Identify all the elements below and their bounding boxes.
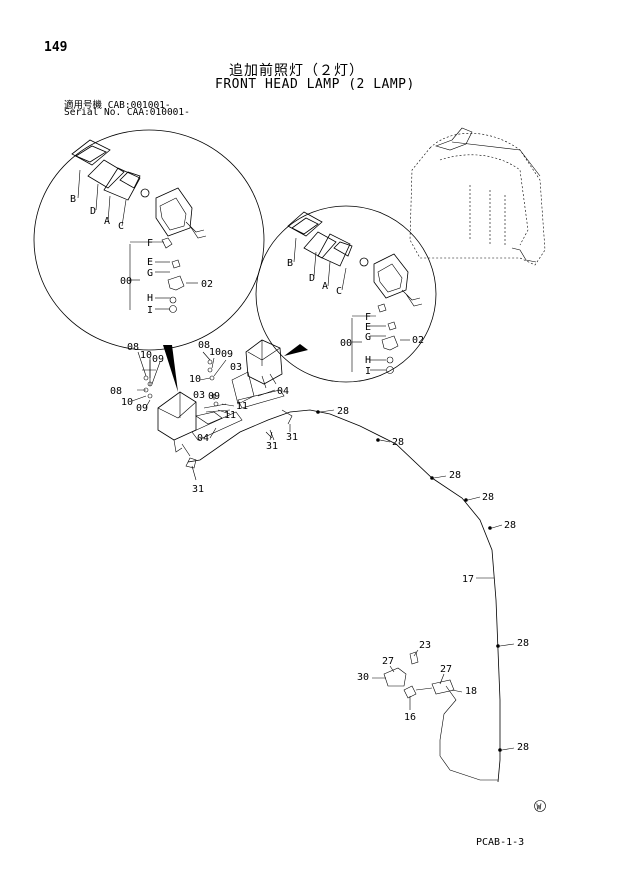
label-28: 28 (337, 406, 349, 417)
serial-line-1: 適用号機 CAB:001001- (64, 100, 171, 111)
footer-code: PCAB-1-3 (476, 837, 525, 848)
label-03: 03 (193, 390, 205, 401)
label-H: H (365, 355, 371, 366)
label-27: 27 (382, 656, 394, 667)
page-title-japanese: 追加前照灯（２灯） (229, 63, 364, 79)
label-28: 28 (392, 437, 404, 448)
label-08: 08 (198, 340, 210, 351)
switch-assembly: 23 27 27 30 18 16 (357, 640, 498, 781)
left-lamp-assembly: 08 10 09 08 10 09 (110, 342, 243, 457)
cab-outline (409, 127, 546, 266)
label-08: 08 (110, 386, 122, 397)
label-F: F (365, 312, 371, 323)
label-A: A (104, 216, 110, 227)
label-00: 00 (120, 276, 132, 287)
label-31: 31 (286, 432, 298, 443)
label-28: 28 (482, 492, 494, 503)
label-31: 31 (266, 441, 278, 452)
pointer-right (284, 344, 308, 356)
label-27: 27 (440, 664, 452, 675)
label-04: 04 (197, 433, 209, 444)
label-D: D (309, 273, 315, 284)
label-E: E (365, 322, 371, 333)
label-I: I (365, 366, 371, 377)
label-04: 04 (277, 386, 289, 397)
label-10: 10 (209, 347, 221, 358)
label-H: H (147, 293, 153, 304)
label-08: 08 (127, 342, 139, 353)
serial-line-2: Serial No. CAA:010001- (64, 107, 190, 118)
label-18: 18 (465, 686, 477, 697)
label-23: 23 (419, 640, 431, 651)
label-F: F (147, 238, 153, 249)
label-10: 10 (189, 374, 201, 385)
svg-text:W: W (537, 803, 542, 812)
label-28: 28 (517, 638, 529, 649)
page-title-english: FRONT HEAD LAMP (2 LAMP) (215, 77, 415, 92)
w-mark: W (534, 800, 546, 812)
label-11: 11 (236, 401, 248, 412)
detail-bubble-right: B D A C F E G 00 02 H I (255, 205, 437, 383)
label-I: I (147, 305, 153, 316)
label-16: 16 (404, 712, 416, 723)
label-C: C (336, 286, 342, 297)
wiring-harness: 28 31 31 31 28 28 28 28 17 28 28 (185, 406, 529, 783)
label-C: C (118, 221, 124, 232)
label-02: 02 (412, 335, 424, 346)
label-30: 30 (357, 672, 369, 683)
pointer-left (163, 345, 178, 392)
label-10: 10 (140, 350, 152, 361)
label-00: 00 (340, 338, 352, 349)
label-E: E (147, 257, 153, 268)
label-09: 09 (152, 354, 164, 365)
label-03: 03 (230, 362, 242, 373)
label-A: A (322, 281, 328, 292)
label-28: 28 (504, 520, 516, 531)
label-28: 28 (517, 742, 529, 753)
label-31: 31 (192, 484, 204, 495)
label-17: 17 (462, 574, 474, 585)
label-09: 09 (136, 403, 148, 414)
label-28: 28 (449, 470, 461, 481)
label-11: 11 (224, 410, 236, 421)
center-lamp-assembly: 08 10 09 10 03 09 11 11 03 04 04 (189, 339, 289, 444)
label-09: 09 (221, 349, 233, 360)
label-B: B (70, 194, 76, 205)
label-B: B (287, 258, 293, 269)
label-10: 10 (121, 397, 133, 408)
label-D: D (90, 206, 96, 217)
detail-bubble-left: B D A C F E G 00 02 H I (33, 129, 265, 351)
page-number: 149 (44, 40, 68, 55)
label-G: G (147, 268, 153, 279)
label-G: G (365, 332, 371, 343)
label-02: 02 (201, 279, 213, 290)
